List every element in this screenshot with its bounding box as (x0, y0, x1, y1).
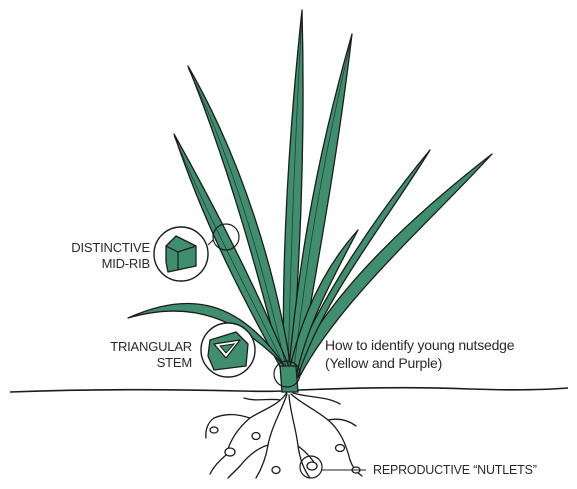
stem-base (280, 366, 298, 392)
caption-line2: (Yellow and Purple) (325, 356, 442, 371)
root-system (206, 392, 362, 478)
leaves (128, 10, 492, 378)
midrib-section-icon (154, 227, 208, 281)
nutlets (210, 427, 360, 474)
midrib-label-line1: DISTINCTIVE (42, 240, 150, 255)
stem-label-line2: STEM (70, 355, 192, 370)
stem-label-line1: TRIANGULAR (70, 339, 192, 354)
caption-line1: How to identify young nutsedge (325, 338, 514, 353)
nutlets-label: REPRODUCTIVE “NUTLETS” (373, 463, 537, 478)
stem-section-icon (201, 323, 255, 377)
midrib-label-line2: MID-RIB (42, 256, 150, 271)
